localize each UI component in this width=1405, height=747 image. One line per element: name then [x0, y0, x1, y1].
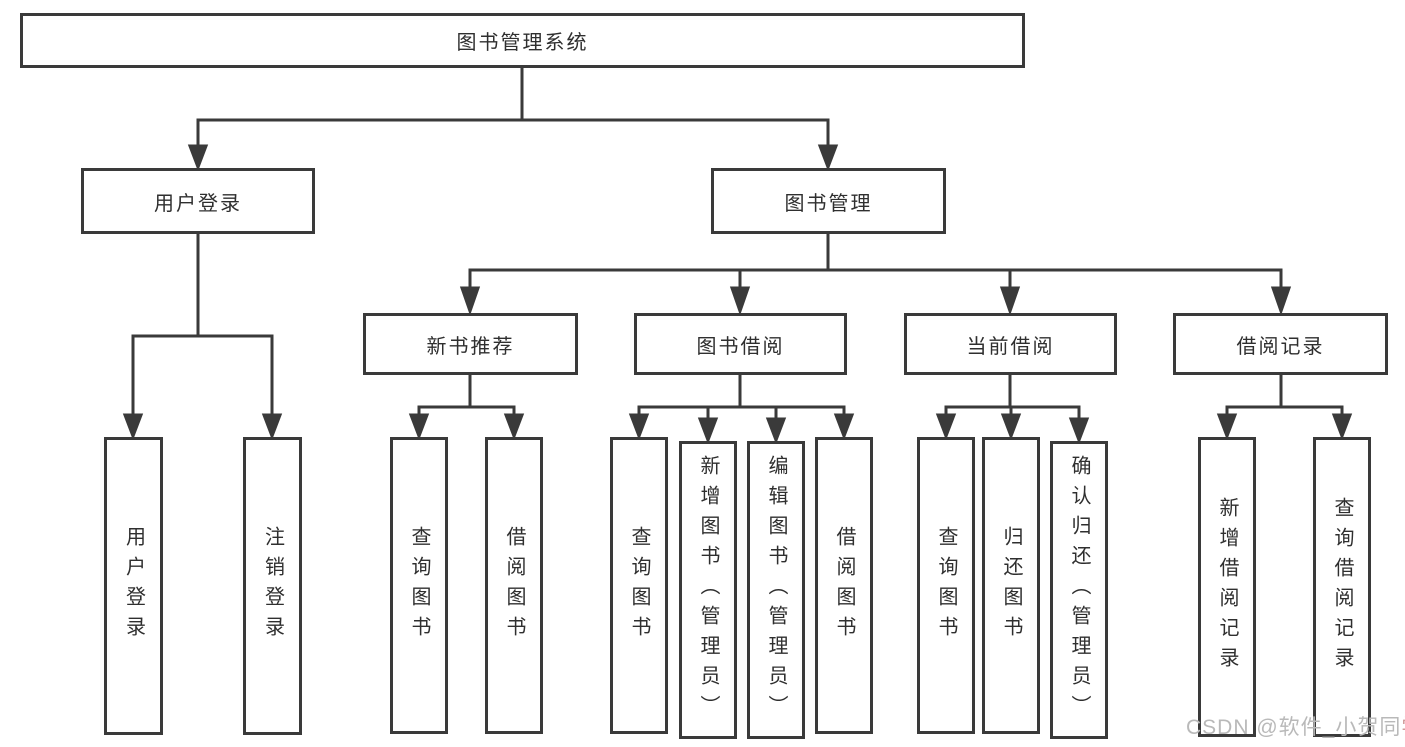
leaf-cur-confirm: 确认归还（管理员）	[1050, 441, 1108, 739]
connector-group	[122, 67, 1353, 445]
arrowhead-user-login	[187, 144, 209, 172]
arrowhead-cur-return	[1000, 413, 1022, 441]
leaf-hist-query: 查询借阅记录	[1313, 437, 1371, 737]
node-current-borrow-label: 当前借阅	[966, 335, 1055, 358]
arrowhead-hist-add	[1216, 413, 1238, 441]
leaf-cur-return: 归还图书	[982, 437, 1040, 734]
arrowhead-borrow-records	[1270, 286, 1292, 316]
leaf-bor-query: 查询图书	[610, 437, 668, 734]
node-borrow-records-label: 借阅记录	[1236, 335, 1325, 358]
node-book-mgmt-label: 图书管理	[784, 192, 873, 215]
node-new-book-rec-label: 新书推荐	[426, 335, 515, 358]
arrowhead-cur-query	[935, 413, 957, 441]
leaf-cur-confirm-label: 确认归还（管理员）	[1068, 455, 1090, 725]
arrowhead-bor-borrow	[833, 413, 855, 441]
leaf-user-login-label: 用户登录	[122, 526, 145, 646]
arrowhead-rec-query	[408, 413, 430, 441]
node-book-borrow-label: 图书借阅	[696, 335, 785, 358]
leaf-rec-borrow-label: 借阅图书	[503, 525, 525, 646]
leaf-logout: 注销登录	[243, 437, 302, 735]
leaf-cur-query-label: 查询图书	[935, 525, 957, 646]
leaf-bor-add: 新增图书（管理员）	[679, 441, 737, 739]
arrowhead-cur-confirm	[1068, 417, 1090, 445]
node-user-login-label: 用户登录	[154, 192, 242, 215]
arrowhead-bor-edit	[765, 417, 787, 445]
leaf-rec-query-label: 查询图书	[408, 525, 430, 646]
arrowhead-bor-add	[697, 417, 719, 445]
arrowhead-rec-borrow	[503, 413, 525, 441]
leaf-hist-add: 新增借阅记录	[1198, 437, 1256, 737]
arrowhead-leaf-user-login	[122, 413, 144, 441]
watermark-accent: 学	[1401, 716, 1405, 739]
arrowhead-current-borrow	[999, 286, 1021, 316]
leaf-bor-edit-label: 编辑图书（管理员）	[765, 455, 787, 725]
leaf-rec-borrow: 借阅图书	[485, 437, 543, 734]
arrowhead-hist-query	[1331, 413, 1353, 441]
leaf-bor-edit: 编辑图书（管理员）	[747, 441, 805, 739]
leaf-cur-return-label: 归还图书	[1000, 525, 1022, 646]
leaf-bor-borrow: 借阅图书	[815, 437, 873, 734]
arrowhead-new-book-rec	[459, 286, 481, 316]
arrowhead-leaf-logout	[261, 413, 283, 441]
leaf-hist-add-label: 新增借阅记录	[1216, 497, 1238, 677]
leaf-logout-label: 注销登录	[261, 526, 284, 646]
leaf-hist-query-label: 查询借阅记录	[1331, 497, 1353, 677]
arrowhead-book-mgmt	[817, 144, 839, 172]
leaf-rec-query: 查询图书	[390, 437, 448, 734]
arrowhead-book-borrow	[729, 286, 751, 316]
leaf-bor-query-label: 查询图书	[628, 525, 650, 646]
node-root: 图书管理系统	[20, 13, 1025, 68]
node-borrow-records: 借阅记录	[1173, 313, 1388, 375]
leaf-cur-query: 查询图书	[917, 437, 975, 734]
node-book-mgmt: 图书管理	[711, 168, 946, 234]
leaf-bor-borrow-label: 借阅图书	[833, 525, 855, 646]
node-book-borrow: 图书借阅	[634, 313, 847, 375]
node-user-login: 用户登录	[81, 168, 315, 234]
leaf-user-login: 用户登录	[104, 437, 163, 735]
node-root-label: 图书管理系统	[456, 32, 589, 54]
node-new-book-rec: 新书推荐	[363, 313, 578, 375]
leaf-bor-add-label: 新增图书（管理员）	[697, 455, 719, 725]
node-current-borrow: 当前借阅	[904, 313, 1117, 375]
watermark: CSDN @软件_小贺同学	[1186, 711, 1405, 741]
arrowhead-bor-query	[628, 413, 650, 441]
watermark-text: CSDN @软件_小贺同	[1186, 716, 1402, 739]
